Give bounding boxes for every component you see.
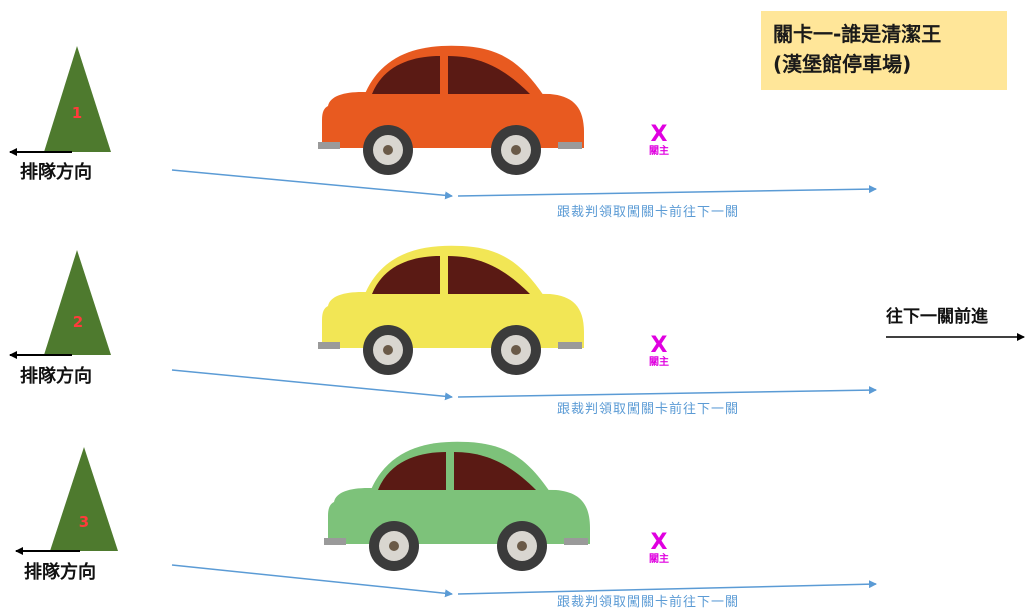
cone-number-3: 3 xyxy=(78,513,90,531)
yellow-car xyxy=(318,245,584,375)
referee-x-mark-1: X xyxy=(650,122,668,147)
lane-1 xyxy=(9,45,877,200)
flow-caption-3: 跟裁判領取闖關卡前往下一關 xyxy=(557,595,740,610)
title-line-1: 關卡一-誰是清潔王 xyxy=(773,22,942,46)
green-car xyxy=(324,441,590,571)
referee-x-mark-2: X xyxy=(650,333,668,358)
lane-3 xyxy=(15,441,877,598)
exit-arrow-3 xyxy=(457,580,877,595)
traffic-cone-3 xyxy=(50,447,118,551)
referee-label-1: 關主 xyxy=(649,146,669,157)
queue-direction-label-2: 排隊方向 xyxy=(20,366,92,387)
queue-direction-label-3: 排隊方向 xyxy=(24,562,96,583)
cone-number-1: 1 xyxy=(71,104,83,122)
traffic-cone-1 xyxy=(44,46,111,152)
referee-label-3: 關主 xyxy=(649,554,669,565)
next-stage-label: 往下一關前進 xyxy=(886,307,988,327)
flow-arrow-3 xyxy=(171,564,453,598)
title-box: 關卡一-誰是清潔王 (漢堡館停車場) xyxy=(761,11,1007,90)
lane-2 xyxy=(9,245,877,401)
cone-number-2: 2 xyxy=(72,313,84,331)
traffic-cone-2 xyxy=(44,250,111,355)
exit-arrow-1 xyxy=(457,185,877,197)
queue-direction-label-1: 排隊方向 xyxy=(20,162,92,183)
title-line-2: (漢堡館停車場) xyxy=(773,52,912,76)
flow-caption-2: 跟裁判領取闖關卡前往下一關 xyxy=(557,402,740,417)
flow-arrow-1 xyxy=(171,169,453,200)
flow-arrow-2 xyxy=(171,369,453,401)
flow-caption-1: 跟裁判領取闖關卡前往下一關 xyxy=(557,205,740,220)
exit-arrow-2 xyxy=(457,386,877,398)
orange-car xyxy=(318,45,584,176)
referee-x-mark-3: X xyxy=(650,530,668,555)
referee-label-2: 關主 xyxy=(649,357,669,368)
